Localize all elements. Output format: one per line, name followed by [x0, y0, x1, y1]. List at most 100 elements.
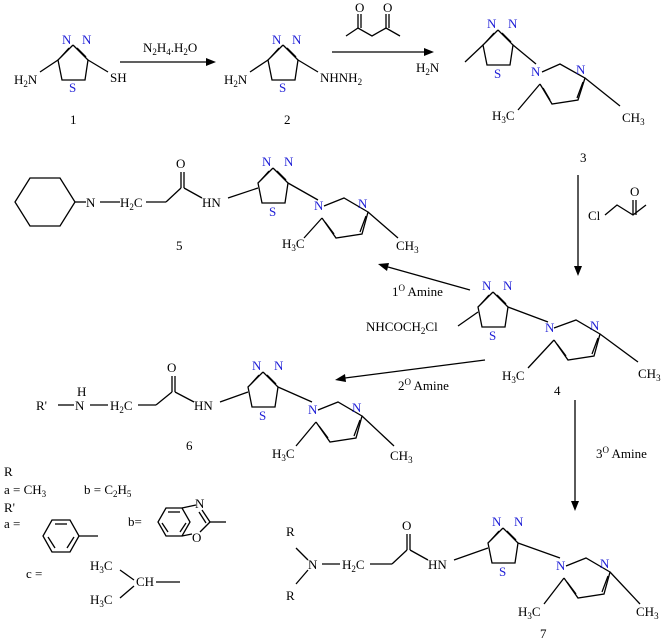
atom-n: N	[272, 32, 282, 47]
atom-n: N	[358, 196, 368, 211]
hydrazino-group: NHNH2	[320, 70, 362, 87]
atom-s: S	[269, 204, 276, 219]
methyl-group: H3C	[492, 108, 515, 125]
atom-s: S	[499, 564, 506, 579]
methyl-group: CH3	[638, 366, 661, 383]
amide-nh: HN	[428, 557, 447, 572]
atom-n: N	[514, 514, 524, 529]
compound-label-2: 2	[284, 112, 291, 127]
methyl-group: H3C	[518, 604, 541, 621]
atom-n: N	[556, 558, 566, 573]
atom-n: N	[492, 514, 502, 529]
atom-s: S	[494, 66, 501, 81]
methyl-group: H3C	[90, 592, 113, 609]
amino-group: H2N	[14, 72, 38, 89]
arrow-1-to-2: N2H4.H2O	[120, 40, 216, 66]
atom-o: O	[167, 360, 176, 375]
compound-2: N N S H2N NHNH2 2	[224, 32, 362, 127]
atom-n: N	[195, 496, 205, 511]
atom-n: N	[62, 32, 72, 47]
methylene-group: H2C	[120, 195, 143, 212]
atom-n: N	[503, 278, 513, 293]
compound-label-3: 3	[580, 150, 587, 165]
compound-1: N N S H2N SH 1	[14, 32, 127, 127]
thiol-group: SH	[110, 70, 127, 85]
atom-o: O	[176, 156, 185, 171]
reagent-chloroacetone: Cl	[588, 208, 601, 223]
legend-a-methyl: a = CH3	[4, 482, 47, 499]
atom-o: O	[630, 184, 639, 199]
compound-label-4: 4	[554, 383, 561, 398]
phenyl-structure	[42, 519, 98, 553]
r-group: R	[286, 588, 295, 603]
atom-n: N	[252, 358, 262, 373]
legend-a-phenyl-label: a =	[4, 516, 20, 531]
legend-r-prime: R'	[4, 500, 15, 515]
atom-n: N	[82, 32, 92, 47]
methylene-group: H2C	[110, 398, 133, 415]
atom-o: O	[383, 0, 392, 15]
methyl-group: CH3	[636, 604, 659, 621]
methyl-group: CH3	[390, 448, 413, 465]
legend-c-isopropyl-label: c =	[26, 566, 42, 581]
atom-n: N	[545, 320, 555, 335]
methine-group: CH	[136, 574, 154, 589]
legend-b-benzoxazolyl-label: b=	[128, 514, 142, 529]
compound-label-5: 5	[176, 238, 183, 253]
compound-7: R R N H2C O HN N N S N N H3C CH3 7	[286, 514, 659, 641]
arrow-4-to-6: 2O Amine	[335, 359, 486, 393]
atom-s: S	[279, 80, 286, 95]
methylene-group: H2C	[342, 557, 365, 574]
atom-s: S	[259, 408, 266, 423]
methyl-group: H3C	[272, 446, 295, 463]
r-group: R	[286, 524, 295, 539]
reagent-hydrazine-hydrate: N2H4.H2O	[143, 40, 197, 57]
benzoxazole-structure: N O	[157, 496, 226, 545]
amine-h: H	[77, 384, 86, 399]
compound-6: R' N H H2C O HN N N S N N H3C CH3 6	[36, 358, 413, 465]
amine-n: N	[308, 557, 318, 572]
isopropyl-structure: H3C H3C CH	[90, 558, 180, 609]
compound-label-7: 7	[540, 626, 547, 641]
methyl-group: H3C	[502, 368, 525, 385]
atom-n: N	[308, 402, 318, 417]
atom-n: N	[531, 64, 541, 79]
methyl-group: CH3	[396, 238, 419, 255]
reagent-secondary-amine: 2O Amine	[398, 377, 449, 393]
arrow-4-to-7: 3O Amine	[571, 400, 647, 511]
amino-group: H2N	[416, 60, 440, 77]
atom-n: N	[590, 318, 600, 333]
atom-n: N	[600, 556, 610, 571]
legend-r: R	[4, 464, 13, 479]
atom-n: N	[274, 358, 284, 373]
substituent-legend: R a = CH3 b = C2H5 R' a = b= N O	[4, 464, 226, 609]
atom-o: O	[402, 518, 411, 533]
atom-n: N	[487, 16, 497, 31]
atom-n: N	[314, 198, 324, 213]
amide-nh: HN	[194, 398, 213, 413]
compound-5: N H2C O HN N N S N N H3C CH3 5	[14, 154, 419, 255]
compound-label-1: 1	[70, 112, 77, 127]
atom-n: N	[292, 32, 302, 47]
methyl-group: H3C	[90, 558, 113, 575]
reagent-primary-amine: 1O Amine	[392, 283, 443, 299]
atom-n: N	[284, 154, 294, 169]
atom-n: N	[352, 400, 362, 415]
piperidine-n: N	[86, 195, 96, 210]
methyl-group: H3C	[282, 236, 305, 253]
atom-s: S	[489, 328, 496, 343]
atom-n: N	[576, 62, 586, 77]
atom-n: N	[262, 154, 272, 169]
amine-n: N	[75, 398, 85, 413]
amide-nh: HN	[202, 195, 221, 210]
atom-o: O	[355, 0, 364, 15]
arrow-3-to-4: O Cl	[574, 175, 647, 276]
amino-group: H2N	[224, 72, 248, 89]
methyl-group: CH3	[622, 110, 645, 127]
atom-s: S	[69, 80, 76, 95]
arrow-4-to-5: 1O Amine	[378, 263, 471, 299]
atom-n: N	[508, 16, 518, 31]
chloroacetamide-group: NHCOCH2Cl	[366, 319, 438, 336]
r-prime: R'	[36, 398, 47, 413]
